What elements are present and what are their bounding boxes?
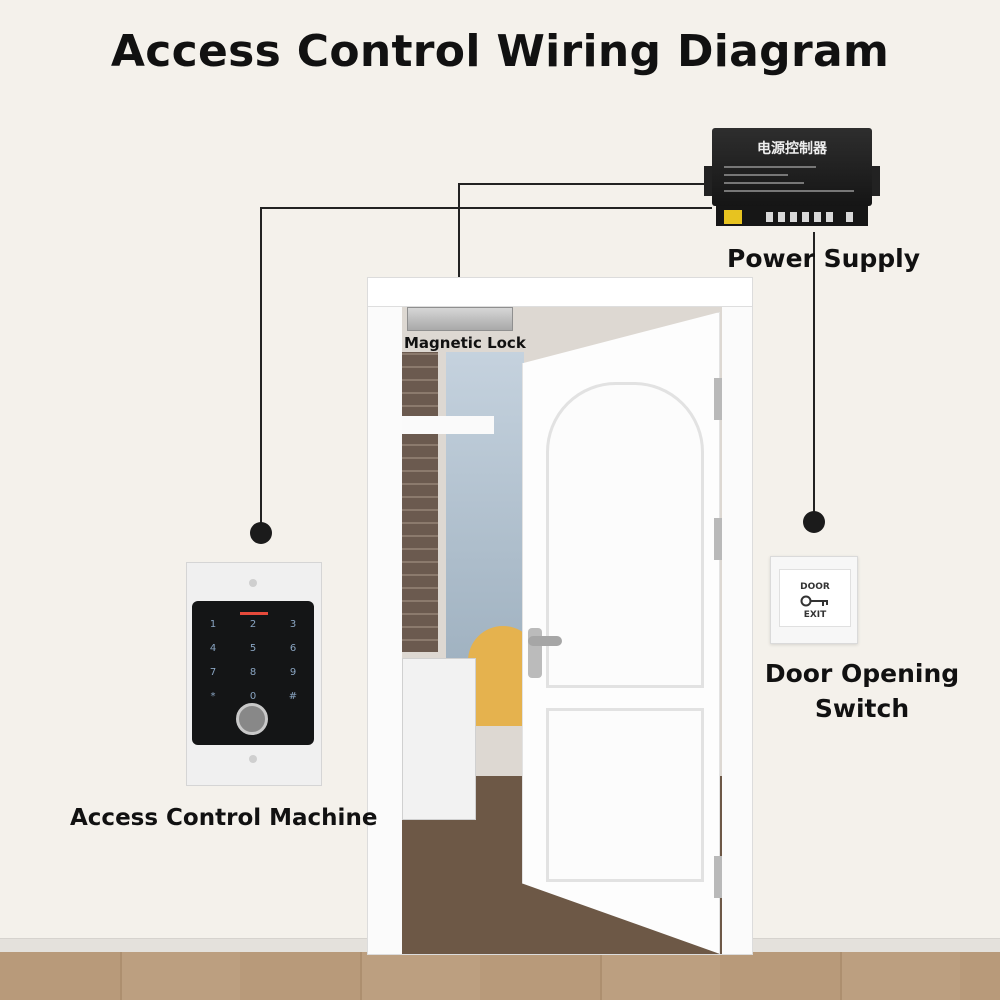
psu-device-title: 电源控制器 (757, 141, 827, 157)
psu-body: 电源控制器 (712, 128, 872, 206)
door-opening-switch-device: DOOR EXIT (770, 556, 858, 644)
wall-shelf (402, 416, 494, 434)
door-panel-lower (546, 708, 704, 882)
door-opening-switch-label: Door Opening Switch (762, 656, 962, 726)
door-leaf (522, 312, 720, 954)
keypad-key: 5 (249, 643, 257, 654)
keypad-key: * (210, 691, 216, 702)
door-opening-switch-label-line1: Door Opening (764, 659, 960, 688)
keypad-key: 0 (249, 691, 257, 702)
exit-button: DOOR EXIT (779, 569, 851, 627)
machine-screw (249, 579, 257, 587)
power-supply-device: 电源控制器 (704, 128, 880, 232)
fingerprint-sensor-icon (236, 703, 268, 735)
door-frame-header (368, 278, 752, 307)
door-hinge (714, 518, 722, 560)
door-opening-switch-label-line2: Switch (814, 694, 910, 723)
power-supply-label: Power Supply (727, 244, 921, 273)
wire-machine-vertical (260, 207, 262, 533)
psu-spec-line (724, 174, 788, 176)
exit-button-text-bottom: EXIT (803, 610, 827, 620)
wire-switch-vertical (813, 232, 815, 518)
keypad-key: 9 (289, 667, 297, 678)
psu-spec-line (724, 182, 804, 184)
psu-terminal-screw (802, 212, 809, 222)
brick-wall (402, 352, 438, 652)
psu-terminal-screw (778, 212, 785, 222)
magnetic-lock-device (407, 307, 513, 331)
psu-terminal-screw (814, 212, 821, 222)
keypad-key: 8 (249, 667, 257, 678)
machine-screw (249, 755, 257, 763)
wire-node-switch (803, 511, 825, 533)
key-icon (800, 595, 828, 607)
magnetic-lock-label: Magnetic Lock (404, 334, 526, 352)
keypad-key: 1 (209, 619, 217, 630)
wire-node-machine (250, 522, 272, 544)
wire-lock-horizontal (458, 183, 712, 185)
keypad-key: 4 (209, 643, 217, 654)
wire-lock-vertical (458, 183, 460, 305)
psu-terminal-screw (790, 212, 797, 222)
keypad-key: 2 (249, 619, 257, 630)
keypad-key: 3 (289, 619, 297, 630)
diagram-title: Access Control Wiring Diagram (110, 26, 890, 77)
door-hinge (714, 856, 722, 898)
exit-button-text-top: DOOR (800, 582, 830, 592)
psu-terminal-screw (766, 212, 773, 222)
white-cabinet (402, 658, 476, 820)
access-control-machine-device: 1 2 3 4 5 6 7 8 9 * 0 # (186, 562, 322, 786)
access-control-machine-label: Access Control Machine (70, 805, 378, 831)
keypad-key: 6 (289, 643, 297, 654)
keypad-key: # (288, 691, 298, 702)
psu-spec-line (724, 166, 816, 168)
psu-terminal-screw (826, 212, 833, 222)
psu-terminal-screw (846, 212, 853, 222)
keypad-key: 7 (209, 667, 217, 678)
psu-input-terminal (724, 210, 742, 224)
door-hinge (714, 378, 722, 420)
machine-keypad-face: 1 2 3 4 5 6 7 8 9 * 0 # (192, 601, 314, 745)
wire-machine-horizontal (260, 207, 712, 209)
wood-floor (0, 952, 1000, 1000)
machine-status-led (240, 612, 268, 615)
door-panel-upper (546, 382, 704, 688)
door-handle (528, 636, 562, 646)
psu-spec-line (724, 190, 854, 192)
